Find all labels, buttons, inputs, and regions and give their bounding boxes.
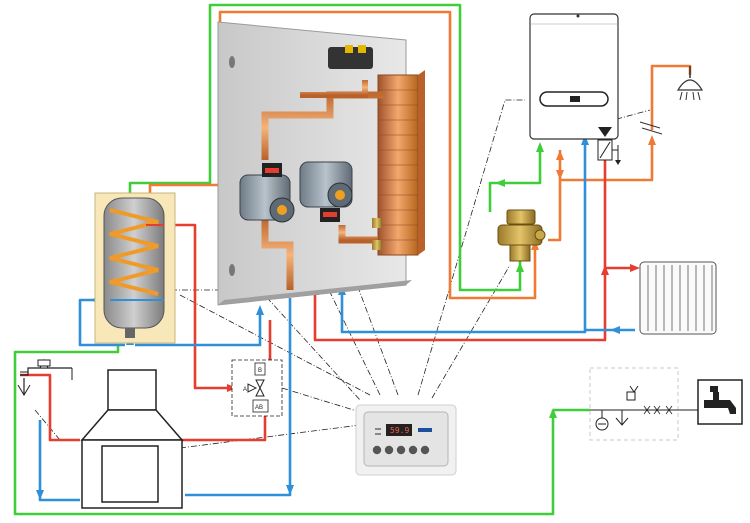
storage-tank-icon	[94, 192, 176, 344]
wire-overflow	[34, 409, 61, 441]
circulation-pump-icon	[239, 163, 295, 223]
pipe-supply-main	[313, 140, 607, 342]
shower-icon	[676, 66, 704, 101]
circulation-pump-icon	[299, 161, 353, 222]
pipe-return-overflow	[38, 420, 80, 502]
radiator-icon	[639, 261, 717, 335]
wire-shower-break	[594, 109, 651, 126]
boiler-icon	[80, 369, 184, 509]
pipe-dhw-loop	[148, 10, 537, 300]
pipe-return-main	[340, 140, 587, 334]
heat-exchanger-station	[217, 21, 425, 306]
pipe-cold-boiler	[488, 145, 542, 212]
three-way-valve-icon: B A AB	[231, 359, 283, 417]
expansion-tank-icon	[17, 358, 73, 396]
pipe-return-collector	[135, 310, 262, 347]
pipes	[13, 3, 692, 516]
valve-port-ab-label: AB	[255, 405, 263, 411]
tap-icon	[697, 379, 743, 425]
safety-valve-icon	[597, 127, 621, 165]
wire-pump-left	[289, 209, 381, 396]
wire-tank-probe	[179, 294, 371, 396]
pipe-cold-main	[13, 345, 555, 516]
pipe-supply-tank	[165, 223, 232, 390]
controller-display: 59.9	[390, 426, 409, 435]
heat-exchanger-icon	[377, 70, 425, 256]
pipe-break-icon	[639, 121, 663, 135]
pipe-cold-loop	[128, 3, 522, 292]
control-unit-icon: 59.9	[355, 404, 457, 476]
wire-gas-boiler	[417, 99, 525, 396]
thermostatic-mixing-valve-icon	[497, 209, 546, 262]
filling-group-icon	[589, 367, 700, 441]
valve-port-a-label: A	[243, 387, 247, 393]
gas-boiler-icon	[529, 13, 619, 140]
pipe-overflow	[20, 373, 80, 442]
wire-boiler	[179, 424, 361, 449]
valve-port-b-label: B	[258, 368, 262, 374]
wire-valve	[281, 387, 361, 413]
